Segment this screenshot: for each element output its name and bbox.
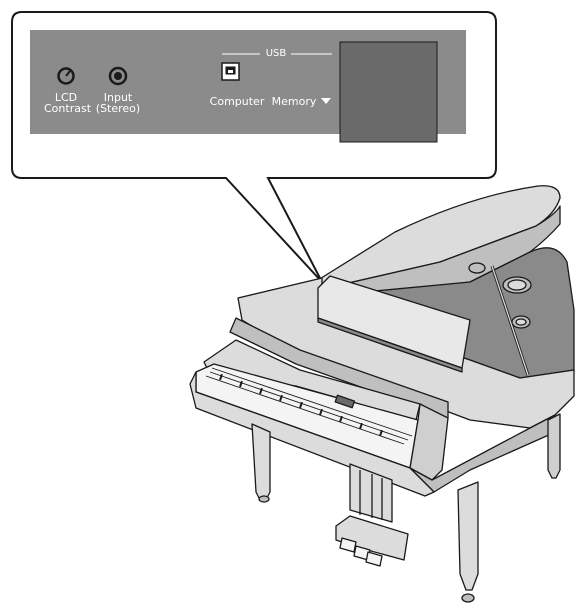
piano-leg-back — [548, 414, 560, 478]
grand-piano — [190, 186, 574, 602]
usb-computer-label: Computer — [205, 96, 269, 107]
display-area — [340, 42, 437, 142]
lcd-contrast-label: LCD Contrast — [44, 92, 88, 114]
piano-leg-right — [458, 482, 478, 590]
usb-computer-port-icon[interactable] — [222, 63, 239, 80]
input-stereo-label: Input (Stereo) — [92, 92, 144, 114]
piano-leg-left — [252, 424, 270, 500]
lcd-contrast-line2: Contrast — [44, 103, 88, 114]
input-stereo-line2: (Stereo) — [92, 103, 144, 114]
usb-group-label: USB — [262, 48, 290, 59]
usb-memory-label: Memory — [270, 96, 318, 107]
